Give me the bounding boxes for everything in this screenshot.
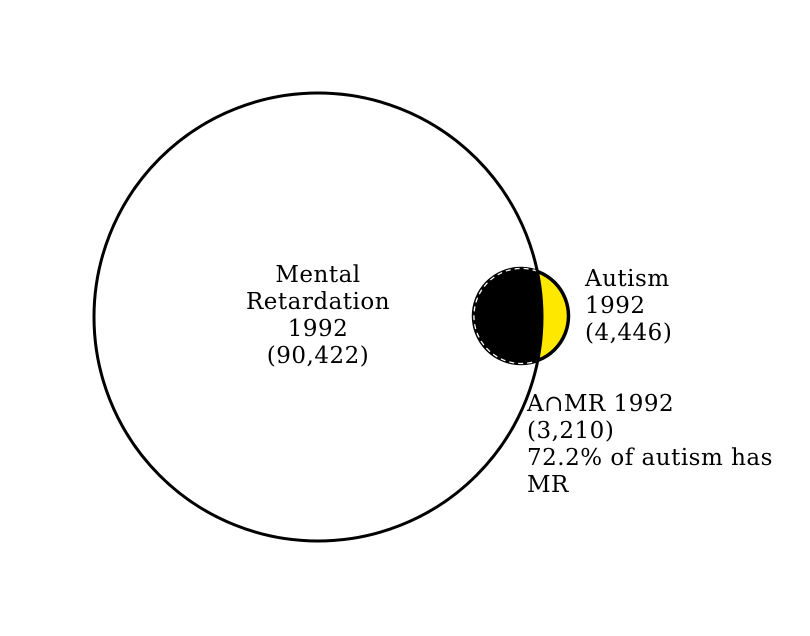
mental-retardation-set-label: Mental Retardation 1992 (90,422) [245, 262, 391, 369]
intersection-region [473, 267, 543, 365]
mental-retardation-circle [92, 91, 544, 543]
autism-set-label: Autism 1992 (4,446) [585, 266, 673, 346]
intersection-annotation-label: A∩MR 1992 (3,210) 72.2% of autism has MR [527, 391, 773, 498]
